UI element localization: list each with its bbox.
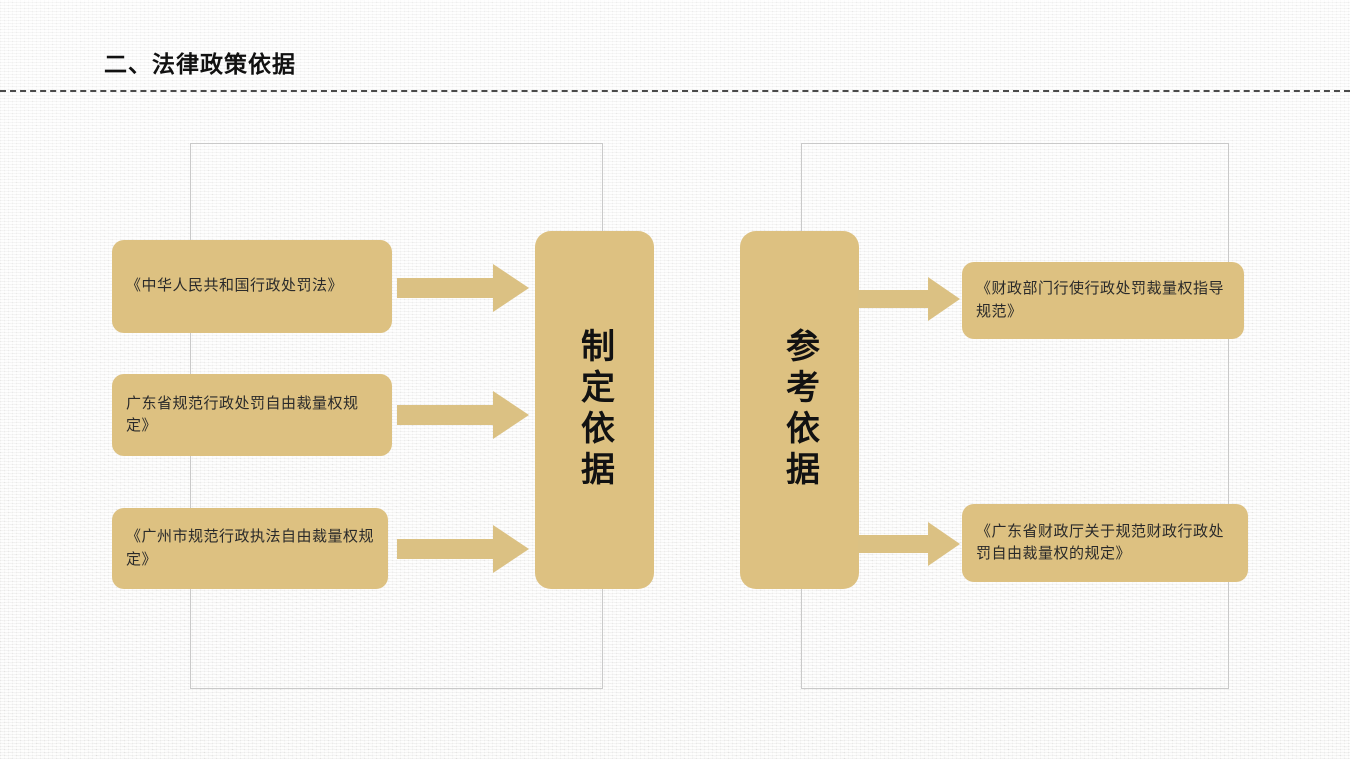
source-box-2-label: 广东省规范行政处罚自由裁量权规定》: [126, 394, 359, 435]
reference-box-2-label: 《广东省财政厅关于规范财政行政处罚自由裁量权的规定》: [976, 522, 1225, 563]
right-group-frame: [801, 143, 1229, 689]
pillar-reference-basis-label: 参考依据: [780, 328, 819, 492]
reference-box-2[interactable]: 《广东省财政厅关于规范财政行政处罚自由裁量权的规定》: [962, 504, 1248, 582]
source-box-3-label: 《广州市规范行政执法自由裁量权规定》: [126, 528, 375, 568]
arrow-right-icon: [397, 264, 529, 312]
pillar-reference-basis[interactable]: 参考依据: [740, 231, 859, 589]
pillar-basis-for-formulation[interactable]: 制定依据: [535, 231, 654, 589]
reference-box-1[interactable]: 《财政部门行使行政处罚裁量权指导规范》: [962, 262, 1244, 339]
arrow-right-icon: [397, 391, 529, 439]
page-title: 二、法律政策依据: [104, 51, 296, 77]
header-divider: [0, 90, 1350, 92]
reference-box-1-label: 《财政部门行使行政处罚裁量权指导规范》: [976, 280, 1225, 320]
pillar-basis-for-formulation-label: 制定依据: [575, 328, 614, 492]
arrow-right-icon: [858, 522, 960, 566]
source-box-1-label: 《中华人民共和国行政处罚法》: [126, 277, 344, 295]
arrow-right-icon: [858, 277, 960, 321]
source-box-1[interactable]: 《中华人民共和国行政处罚法》: [112, 240, 392, 333]
source-box-3[interactable]: 《广州市规范行政执法自由裁量权规定》: [112, 508, 388, 589]
arrow-right-icon: [397, 525, 529, 573]
source-box-2[interactable]: 广东省规范行政处罚自由裁量权规定》: [112, 374, 392, 456]
